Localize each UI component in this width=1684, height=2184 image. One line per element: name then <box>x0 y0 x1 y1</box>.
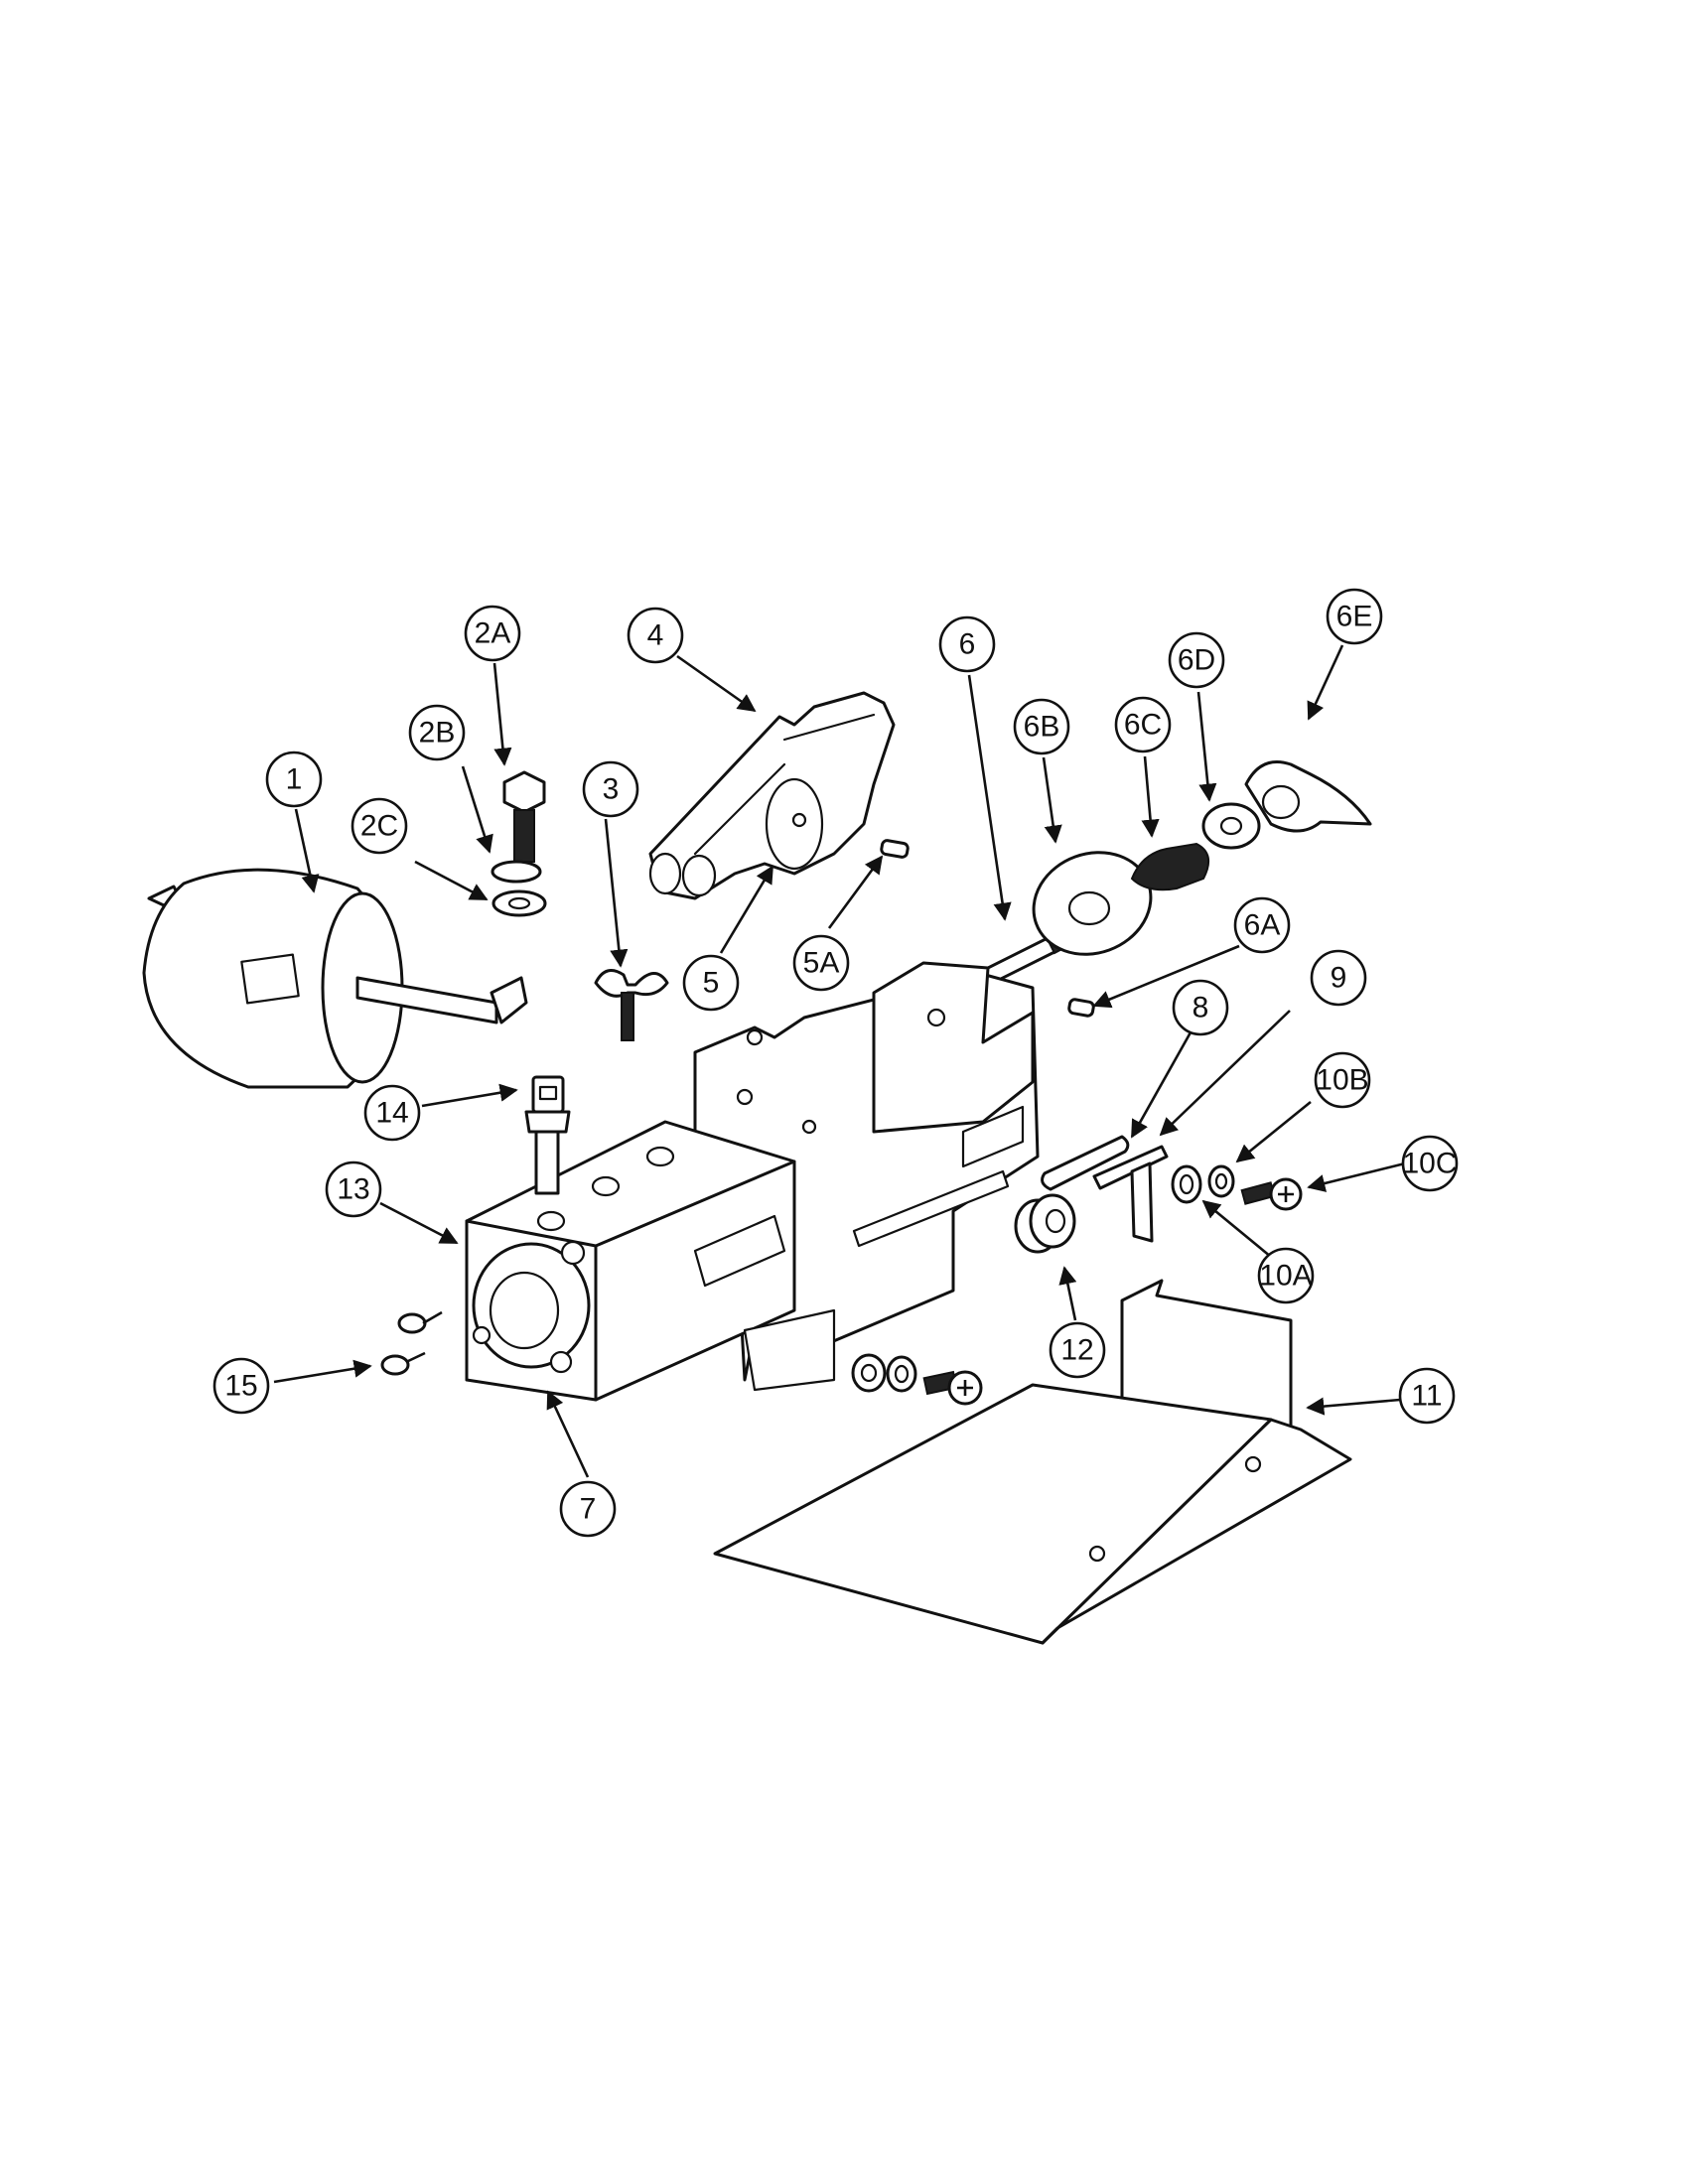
callout-14: 14 <box>363 1084 421 1142</box>
callout-label: 15 <box>224 1370 257 1403</box>
callout-2a: 2A <box>464 605 521 662</box>
callout-label: 6B <box>1024 711 1060 744</box>
callout-label: 6A <box>1244 909 1281 942</box>
callout-13: 13 <box>325 1160 382 1218</box>
part-tray-11 <box>713 1279 1352 1645</box>
callout-label: 13 <box>337 1173 369 1206</box>
part-washer-10b <box>1207 1164 1235 1198</box>
part-spring-6c <box>1130 842 1210 891</box>
callout-label: 11 <box>1411 1380 1442 1413</box>
part-tacks-15 <box>380 1310 443 1376</box>
callout-label: 9 <box>1331 962 1347 995</box>
part-washer-6d <box>1201 802 1261 850</box>
callout-10b: 10B <box>1314 1051 1371 1109</box>
callout-6d: 6D <box>1168 631 1225 689</box>
callout-label: 6D <box>1178 644 1215 677</box>
callout-6c: 6C <box>1114 696 1172 753</box>
part-spool-12 <box>1014 1193 1076 1254</box>
callout-5a: 5A <box>792 934 850 992</box>
callout-label: 2C <box>360 810 398 843</box>
part-wing-screw-3 <box>594 969 669 1041</box>
callout-label: 12 <box>1060 1334 1093 1367</box>
part-wing-nut-6e <box>1244 760 1372 833</box>
part-washer-10a <box>1171 1164 1202 1204</box>
part-pin-8 <box>1041 1135 1130 1191</box>
callout-label: 10A <box>1259 1260 1312 1293</box>
callout-10a: 10A <box>1257 1247 1315 1304</box>
callout-10c: 10C <box>1401 1135 1459 1192</box>
callout-6a: 6A <box>1233 896 1291 954</box>
callout-label: 2B <box>419 717 456 750</box>
part-screw-10c <box>1240 1177 1303 1211</box>
part-pin-6a <box>1067 998 1095 1018</box>
leader-lines <box>273 644 1406 1478</box>
callout-8: 8 <box>1172 979 1229 1036</box>
callout-2b: 2B <box>408 704 466 761</box>
part-lower-fastener-set <box>851 1353 983 1406</box>
callout-label: 5 <box>703 967 720 1000</box>
callout-6: 6 <box>938 615 996 673</box>
callout-label: 1 <box>286 763 303 796</box>
callout-label: 14 <box>375 1097 408 1130</box>
callout-15: 15 <box>212 1357 270 1415</box>
callout-label: 8 <box>1193 992 1209 1024</box>
callout-label: 10C <box>1402 1148 1457 1180</box>
callout-label: 2A <box>475 617 511 650</box>
part-washer-6b <box>1032 851 1153 956</box>
part-stud-14 <box>524 1075 571 1195</box>
part-pin-5a <box>880 839 910 859</box>
callout-9: 9 <box>1310 949 1367 1007</box>
callout-6e: 6E <box>1326 588 1383 645</box>
callout-label: 3 <box>603 773 620 806</box>
part-bolt-2a <box>502 770 546 863</box>
callout-5: 5 <box>682 954 740 1012</box>
callout-11: 11 <box>1398 1367 1456 1425</box>
callout-label: 10B <box>1316 1064 1368 1097</box>
callout-3: 3 <box>582 760 639 818</box>
callout-label: 6 <box>959 628 976 661</box>
part-motor <box>142 868 528 1089</box>
callout-6b: 6B <box>1013 698 1070 755</box>
callout-label: 5A <box>803 947 840 980</box>
callout-label: 6C <box>1124 709 1162 742</box>
part-lever-4 <box>648 691 896 900</box>
callout-2c: 2C <box>351 797 408 855</box>
callout-label: 4 <box>647 619 664 652</box>
callout-label: 6E <box>1336 601 1373 633</box>
callout-4: 4 <box>627 607 684 664</box>
callout-7: 7 <box>559 1480 617 1538</box>
part-washer-2b <box>491 860 542 884</box>
callout-1: 1 <box>265 751 323 808</box>
callout-12: 12 <box>1049 1321 1106 1379</box>
callout-label: 7 <box>580 1493 597 1526</box>
part-bracket-9 <box>1092 1145 1169 1243</box>
